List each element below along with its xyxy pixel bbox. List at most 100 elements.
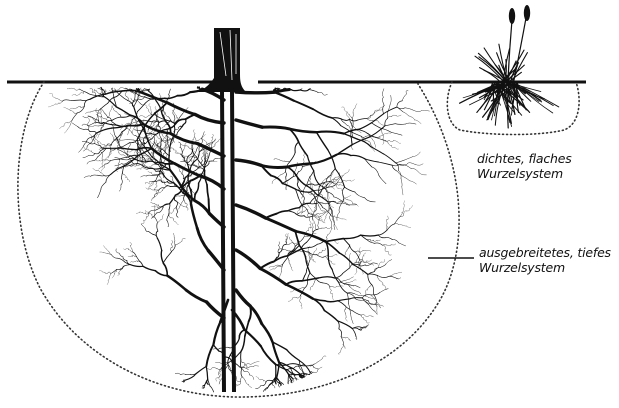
root-branch	[151, 110, 152, 113]
root-branch	[403, 205, 404, 209]
root-branch	[366, 321, 369, 324]
root-branch	[397, 101, 402, 107]
root-branch	[91, 133, 96, 137]
root-branch	[386, 260, 392, 264]
root-branch	[323, 283, 330, 287]
root-branch	[131, 261, 133, 262]
root-branch	[350, 119, 359, 121]
root-branch	[316, 213, 319, 215]
root-branch	[185, 146, 189, 148]
grass-stem	[514, 18, 526, 80]
root-branch	[169, 204, 170, 210]
root-branch	[179, 142, 181, 148]
root-branch	[325, 237, 327, 240]
root-branch	[359, 265, 365, 266]
root-branch	[274, 92, 293, 100]
root-branch	[74, 89, 79, 91]
root-branch	[163, 136, 167, 139]
root-branch	[371, 147, 384, 154]
root-branch	[191, 204, 197, 228]
root-branch	[56, 98, 60, 100]
root-branch	[216, 378, 218, 381]
root-branch	[397, 272, 402, 273]
root-branch	[290, 129, 317, 132]
root-branch	[146, 213, 149, 214]
root-branch	[111, 150, 114, 154]
root-branch	[100, 103, 107, 109]
root-branch	[149, 104, 151, 107]
root-branch	[348, 281, 352, 282]
root-branch	[93, 168, 97, 170]
root-branch	[132, 249, 133, 252]
root-branch	[318, 367, 322, 370]
root-branch	[397, 107, 405, 109]
root-branch	[149, 182, 152, 184]
root-branch	[171, 218, 174, 220]
root-branch	[261, 380, 264, 381]
root-branch	[323, 93, 328, 95]
root-branch	[236, 92, 274, 93]
root-branch	[334, 216, 338, 217]
root-branch	[335, 169, 344, 187]
root-branch	[156, 231, 158, 238]
root-branch	[304, 281, 307, 289]
root-branch	[174, 150, 177, 152]
root-branch	[139, 103, 144, 106]
root-branch	[383, 134, 387, 135]
root-branch	[300, 90, 309, 91]
root-branch	[301, 306, 302, 309]
root-branch	[378, 162, 392, 165]
root-branch	[383, 285, 386, 289]
root-branch	[322, 228, 327, 229]
root-branch	[220, 374, 222, 377]
root-branch	[160, 190, 163, 192]
root-branch	[127, 139, 133, 140]
root-branch	[236, 378, 240, 381]
root-branch	[112, 117, 121, 120]
root-branch	[292, 297, 296, 299]
root-branch	[201, 160, 203, 163]
root-branch	[155, 204, 159, 206]
root-branch	[392, 274, 397, 276]
root-branch	[218, 371, 219, 374]
root-branch	[181, 205, 184, 207]
root-branch	[141, 220, 144, 224]
root-branch	[256, 386, 261, 389]
root-branch	[333, 254, 337, 256]
root-branch	[311, 209, 313, 212]
root-branch	[355, 251, 359, 252]
root-branch	[385, 249, 388, 252]
root-branch	[171, 248, 172, 252]
root-branch	[215, 141, 218, 144]
root-branch	[149, 130, 153, 134]
root-branch	[119, 185, 121, 191]
root-branch	[186, 290, 207, 302]
root-branch	[103, 164, 107, 167]
root-branch	[385, 124, 395, 126]
root-branch	[157, 192, 160, 194]
root-branch	[305, 270, 307, 276]
root-branch	[317, 132, 344, 134]
root-branch	[298, 210, 300, 213]
root-branch	[401, 212, 403, 216]
root-branch	[128, 120, 132, 124]
root-branch	[177, 92, 190, 96]
root-branch	[383, 105, 385, 113]
root-branch	[173, 233, 174, 237]
root-branch	[318, 92, 323, 93]
root-branch	[178, 153, 180, 155]
root-branch	[319, 213, 323, 214]
root-branch	[292, 90, 301, 91]
root-branch	[72, 100, 81, 101]
root-branch	[402, 187, 403, 195]
root-branch	[173, 220, 176, 222]
root-branch	[180, 374, 185, 375]
root-branch	[312, 257, 314, 260]
root-branch	[404, 165, 412, 169]
root-branch	[401, 179, 402, 187]
root-branch	[369, 305, 375, 312]
root-branch	[288, 208, 299, 211]
root-branch	[134, 94, 135, 100]
root-branch	[344, 310, 345, 314]
root-branch	[344, 110, 347, 112]
